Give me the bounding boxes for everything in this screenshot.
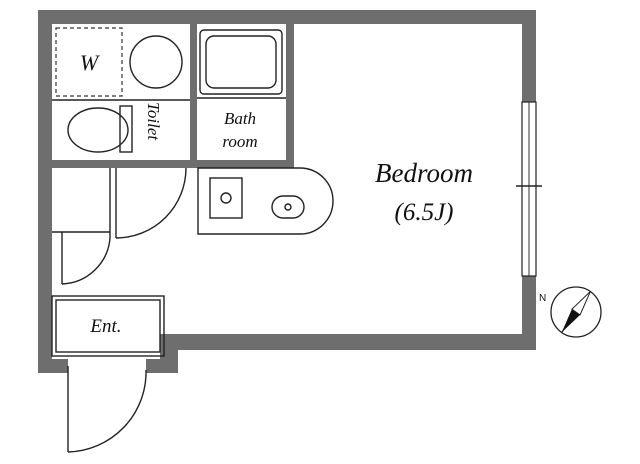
bedroom-label: Bedroom <box>375 158 473 188</box>
bedroom-size: (6.5J) <box>395 199 454 226</box>
wall-bottom-left-2 <box>146 359 178 373</box>
wall-top <box>38 10 536 24</box>
bathroom: Bath room <box>197 29 286 151</box>
entrance-label: Ent. <box>89 316 121 337</box>
toilet-door-swing <box>115 167 187 239</box>
window <box>516 101 542 277</box>
entrance: Ent. <box>51 295 165 453</box>
kitchen-drain <box>284 203 292 211</box>
kitchen-sink <box>271 195 305 219</box>
wall-partition-vertical <box>286 24 294 168</box>
entrance-step-outer <box>51 295 165 357</box>
bathroom-label-line2: room <box>222 132 257 151</box>
wall-bottom-left <box>38 359 68 373</box>
wall-bottom-right <box>160 334 536 350</box>
toilet-bowl <box>67 107 129 153</box>
closet-door-swing <box>61 237 111 285</box>
wall-bath-toilet <box>190 24 197 160</box>
bathtub-outer <box>199 29 283 95</box>
stove-burner <box>209 177 243 219</box>
toilet-label: Toilet <box>144 102 163 141</box>
washer-label: W <box>80 50 100 75</box>
sink-basin-round <box>129 35 183 89</box>
outer-walls <box>38 10 536 373</box>
stove-knob <box>220 192 232 204</box>
wall-right-upper <box>522 10 536 102</box>
wall-partition-horizontal <box>52 160 292 168</box>
compass-north-label: N <box>539 293 546 304</box>
entrance-door-swing <box>67 369 147 453</box>
entrance-step-inner <box>55 299 161 353</box>
compass: N <box>539 286 602 338</box>
washer-area: W <box>52 27 190 101</box>
kitchen-counter <box>197 167 334 235</box>
bathtub-inner <box>205 35 277 89</box>
wall-left <box>38 10 52 373</box>
toilet-room: Toilet <box>67 102 163 153</box>
wall-right-lower <box>522 276 536 350</box>
compass-needle <box>561 309 581 333</box>
washer-space <box>55 27 123 97</box>
closet <box>52 168 111 285</box>
toilet-tank <box>119 105 133 153</box>
bathroom-label-line1: Bath <box>224 109 256 128</box>
kitchen <box>197 167 334 235</box>
compass-needle-tail <box>571 291 591 316</box>
toilet-door <box>115 167 187 239</box>
